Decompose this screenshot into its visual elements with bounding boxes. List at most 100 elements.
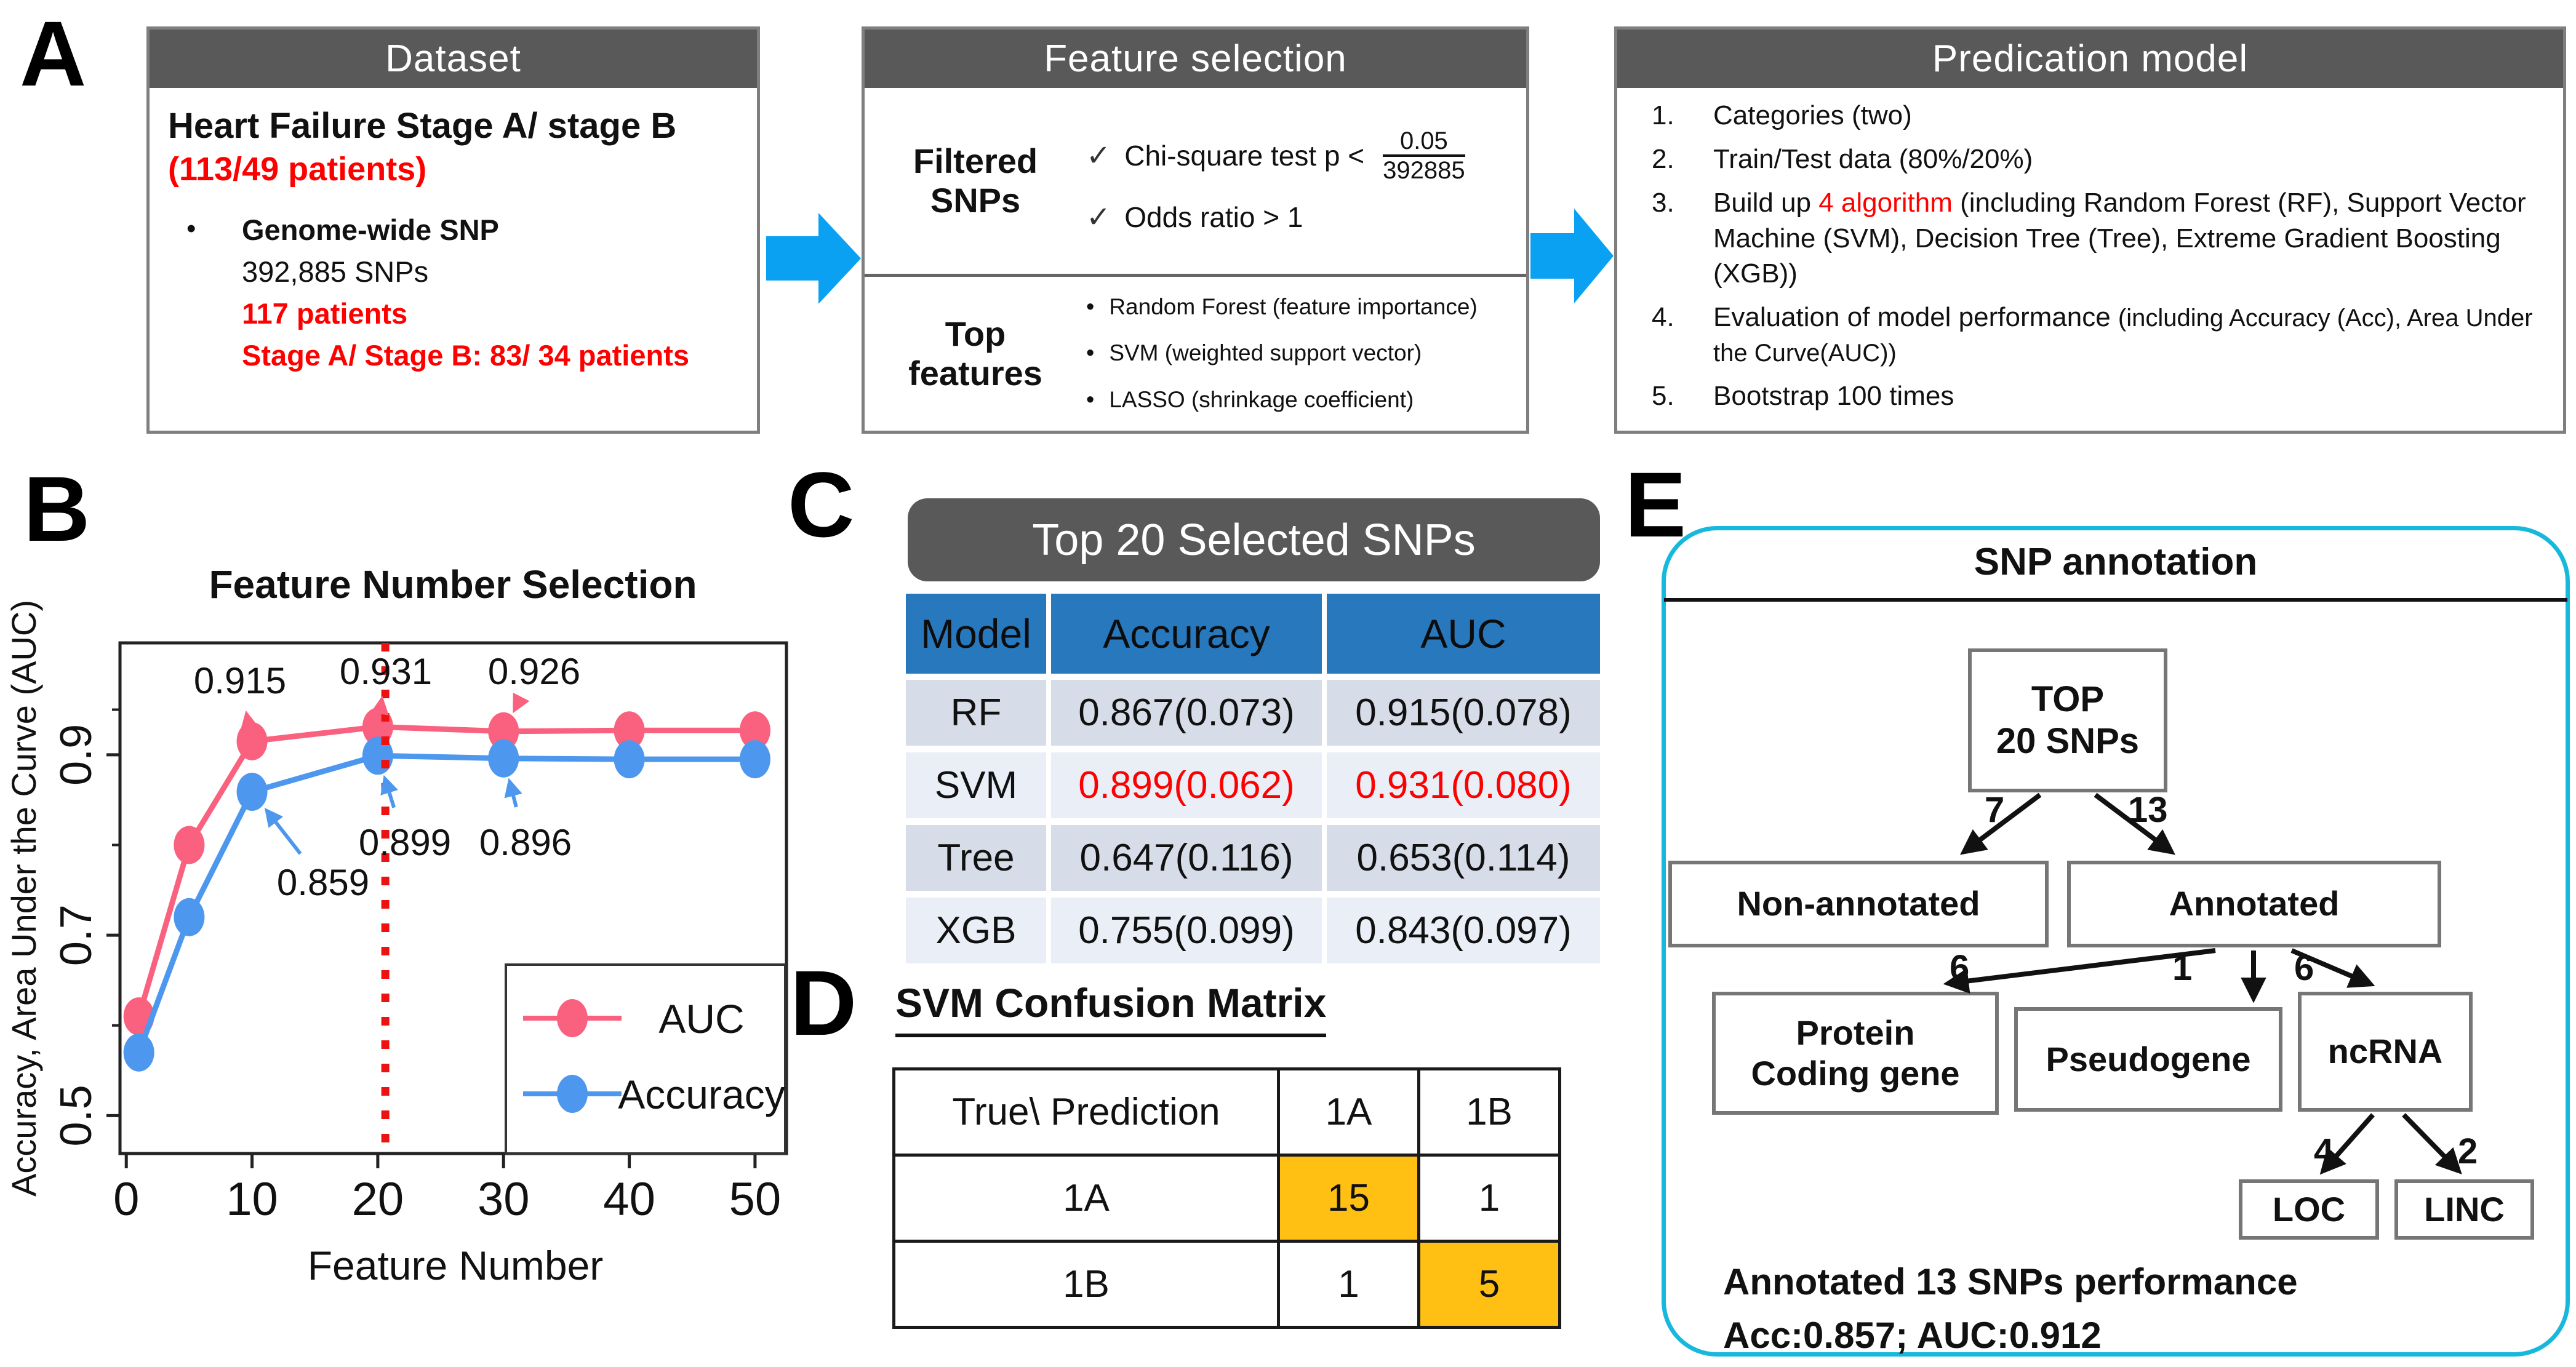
bullet-icon: • <box>186 213 196 244</box>
legend-box <box>505 963 786 1155</box>
top-features-list: • Random Forest (feature importance) • S… <box>1086 277 1526 431</box>
item-text: Categories (two) <box>1713 100 1912 130</box>
title-divider <box>1664 598 2567 602</box>
filtered-snps-criteria: ✓ Chi-square test p < 0.05 392885 ✓ Odds… <box>1086 88 1526 274</box>
pred-1b-header: 1B <box>1417 1067 1561 1157</box>
list-item: 3. Build up 4 algorithm (including Rando… <box>1652 185 2541 291</box>
node-ncrna: ncRNA <box>2298 992 2473 1112</box>
cell-1a-1b: 1 <box>1417 1154 1561 1243</box>
table-row: RF 0.867(0.073) 0.915(0.078) <box>906 680 1600 746</box>
prediction-model-header: Predication model <box>1617 30 2563 88</box>
edge-count-protein: 6 <box>1950 948 1970 988</box>
column-header-accuracy: Accuracy <box>1051 594 1322 674</box>
annotation-arrow <box>370 695 389 715</box>
item-text: Build up 4 algorithm (including Random F… <box>1713 185 2541 291</box>
edge-count-ncrna: 6 <box>2294 948 2314 988</box>
edge-count-annotated: 13 <box>2128 790 2168 830</box>
dataset-box: Dataset Heart Failure Stage A/ stage B (… <box>146 26 760 434</box>
node-non-annotated: Non-annotated <box>1668 861 2049 947</box>
x-tick-label: 30 <box>478 1173 530 1226</box>
cell-1a-1a: 15 <box>1277 1154 1420 1243</box>
method-label: SVM (weighted support vector) <box>1109 340 1422 366</box>
chart-title: Feature Number Selection <box>209 562 697 607</box>
item-text-part: Build up <box>1713 188 1819 218</box>
method-lasso: • LASSO (shrinkage coefficient) <box>1086 386 1520 415</box>
accuracy-value: 0.647(0.116) <box>1051 825 1322 891</box>
annotation-arrow <box>264 807 302 855</box>
annotation-arrow <box>504 778 522 808</box>
model-performance-table: Model Accuracy AUC RF 0.867(0.073) 0.915… <box>906 594 1600 970</box>
bullet-icon: • <box>1086 340 1095 367</box>
table-row: XGB 0.755(0.099) 0.843(0.097) <box>906 898 1600 963</box>
method-random-forest: • Random Forest (feature importance) <box>1086 293 1520 322</box>
x-axis-label: Feature Number <box>308 1243 604 1288</box>
annotation-value: 0.859 <box>277 862 369 903</box>
accuracy-value: 0.899(0.062) <box>1051 752 1322 818</box>
accuracy-data-point <box>614 740 645 779</box>
table-row: 1A 15 1 <box>892 1154 1561 1243</box>
edge-count-pseudogene: 1 <box>2172 948 2193 988</box>
annotation-value: 0.896 <box>479 822 572 863</box>
annotation-value: 0.899 <box>359 822 451 863</box>
accuracy-data-point <box>236 772 268 811</box>
flow-arrow-icon <box>1530 209 1614 303</box>
top-features-section: Top features • Random Forest (feature im… <box>865 277 1526 431</box>
auc-value: 0.653(0.114) <box>1327 825 1600 891</box>
item-number: 1. <box>1652 100 1674 130</box>
x-tick-label: 10 <box>226 1173 278 1226</box>
true-1b-label: 1B <box>892 1240 1280 1329</box>
dataset-bullet-row: • Genome-wide SNP <box>186 209 757 251</box>
edge-count-non-annotated: 7 <box>1985 790 2005 830</box>
y-tick-label: 0.7 <box>52 904 101 966</box>
check-icon: ✓ <box>1086 140 1111 172</box>
list-item: 5. Bootstrap 100 times <box>1652 378 2541 413</box>
node-text: Pseudogene <box>2046 1039 2251 1078</box>
node-pseudogene: Pseudogene <box>2014 1007 2282 1112</box>
method-svm: • SVM (weighted support vector) <box>1086 340 1520 368</box>
panel-b-label: B <box>23 457 90 560</box>
y-tick-label: 0.5 <box>52 1085 101 1146</box>
bullet-icon: • <box>1086 386 1095 413</box>
accuracy-data-point <box>739 740 770 779</box>
column-header-auc: AUC <box>1327 594 1600 674</box>
annotation-arrow <box>380 775 398 808</box>
annotation-value: 0.926 <box>488 651 580 692</box>
check-icon: ✓ <box>1086 201 1111 234</box>
panel-e-label: E <box>1625 453 1687 556</box>
panel-a-label: A <box>20 2 87 105</box>
feature-selection-box: Feature selection Filtered SNPs ✓ Chi-sq… <box>862 26 1529 434</box>
criterion-odds-ratio: ✓ Odds ratio > 1 <box>1086 200 1526 234</box>
edge-count-linc: 2 <box>2458 1131 2478 1171</box>
auc-data-point <box>236 722 268 760</box>
auc-value: 0.931(0.080) <box>1327 752 1600 818</box>
method-label: LASSO (shrinkage coefficient) <box>1109 386 1414 412</box>
x-tick-label: 40 <box>603 1173 655 1226</box>
dataset-title: Heart Failure Stage A/ stage B <box>168 106 677 146</box>
corner-header: True\ Prediction <box>892 1067 1280 1157</box>
annotated-performance-note: Annotated 13 SNPs performance Acc:0.857;… <box>1723 1255 2298 1362</box>
flow-arrow-icon <box>766 213 861 304</box>
model-name: XGB <box>906 898 1046 963</box>
p-threshold-fraction: 0.05 392885 <box>1383 127 1465 184</box>
table-header-row: True\ Prediction 1A 1B <box>892 1067 1561 1157</box>
edge-count-loc: 4 <box>2314 1131 2334 1171</box>
filtered-label-line2: SNPs <box>930 181 1021 220</box>
node-linc: LINC <box>2394 1179 2534 1240</box>
feature-selection-header: Feature selection <box>865 30 1526 88</box>
method-label: Random Forest (feature importance) <box>1109 293 1478 319</box>
prediction-model-box: Predication model 1. Categories (two) 2.… <box>1614 26 2566 434</box>
item-text-small: (including Accuracy (Acc), Area Under th… <box>1713 304 2533 367</box>
accuracy-data-point <box>174 898 205 936</box>
fraction-denominator: 392885 <box>1383 157 1465 184</box>
legend-point-sample <box>557 999 588 1037</box>
legend-entry-label: Accuracy <box>618 1072 785 1117</box>
item-text-part: (including Random Forest (RF), Support V… <box>1713 188 2526 289</box>
accuracy-value: 0.867(0.073) <box>1051 680 1322 746</box>
plot-frame <box>118 641 788 1155</box>
dataset-snps-line: 392,885 SNPs <box>242 255 429 289</box>
list-item: 2. Train/Test data (80%/20%) <box>1652 141 2541 177</box>
fraction-numerator: 0.05 <box>1383 127 1465 157</box>
dataset-header: Dataset <box>150 30 757 88</box>
table-row: 1B 1 5 <box>892 1240 1561 1329</box>
